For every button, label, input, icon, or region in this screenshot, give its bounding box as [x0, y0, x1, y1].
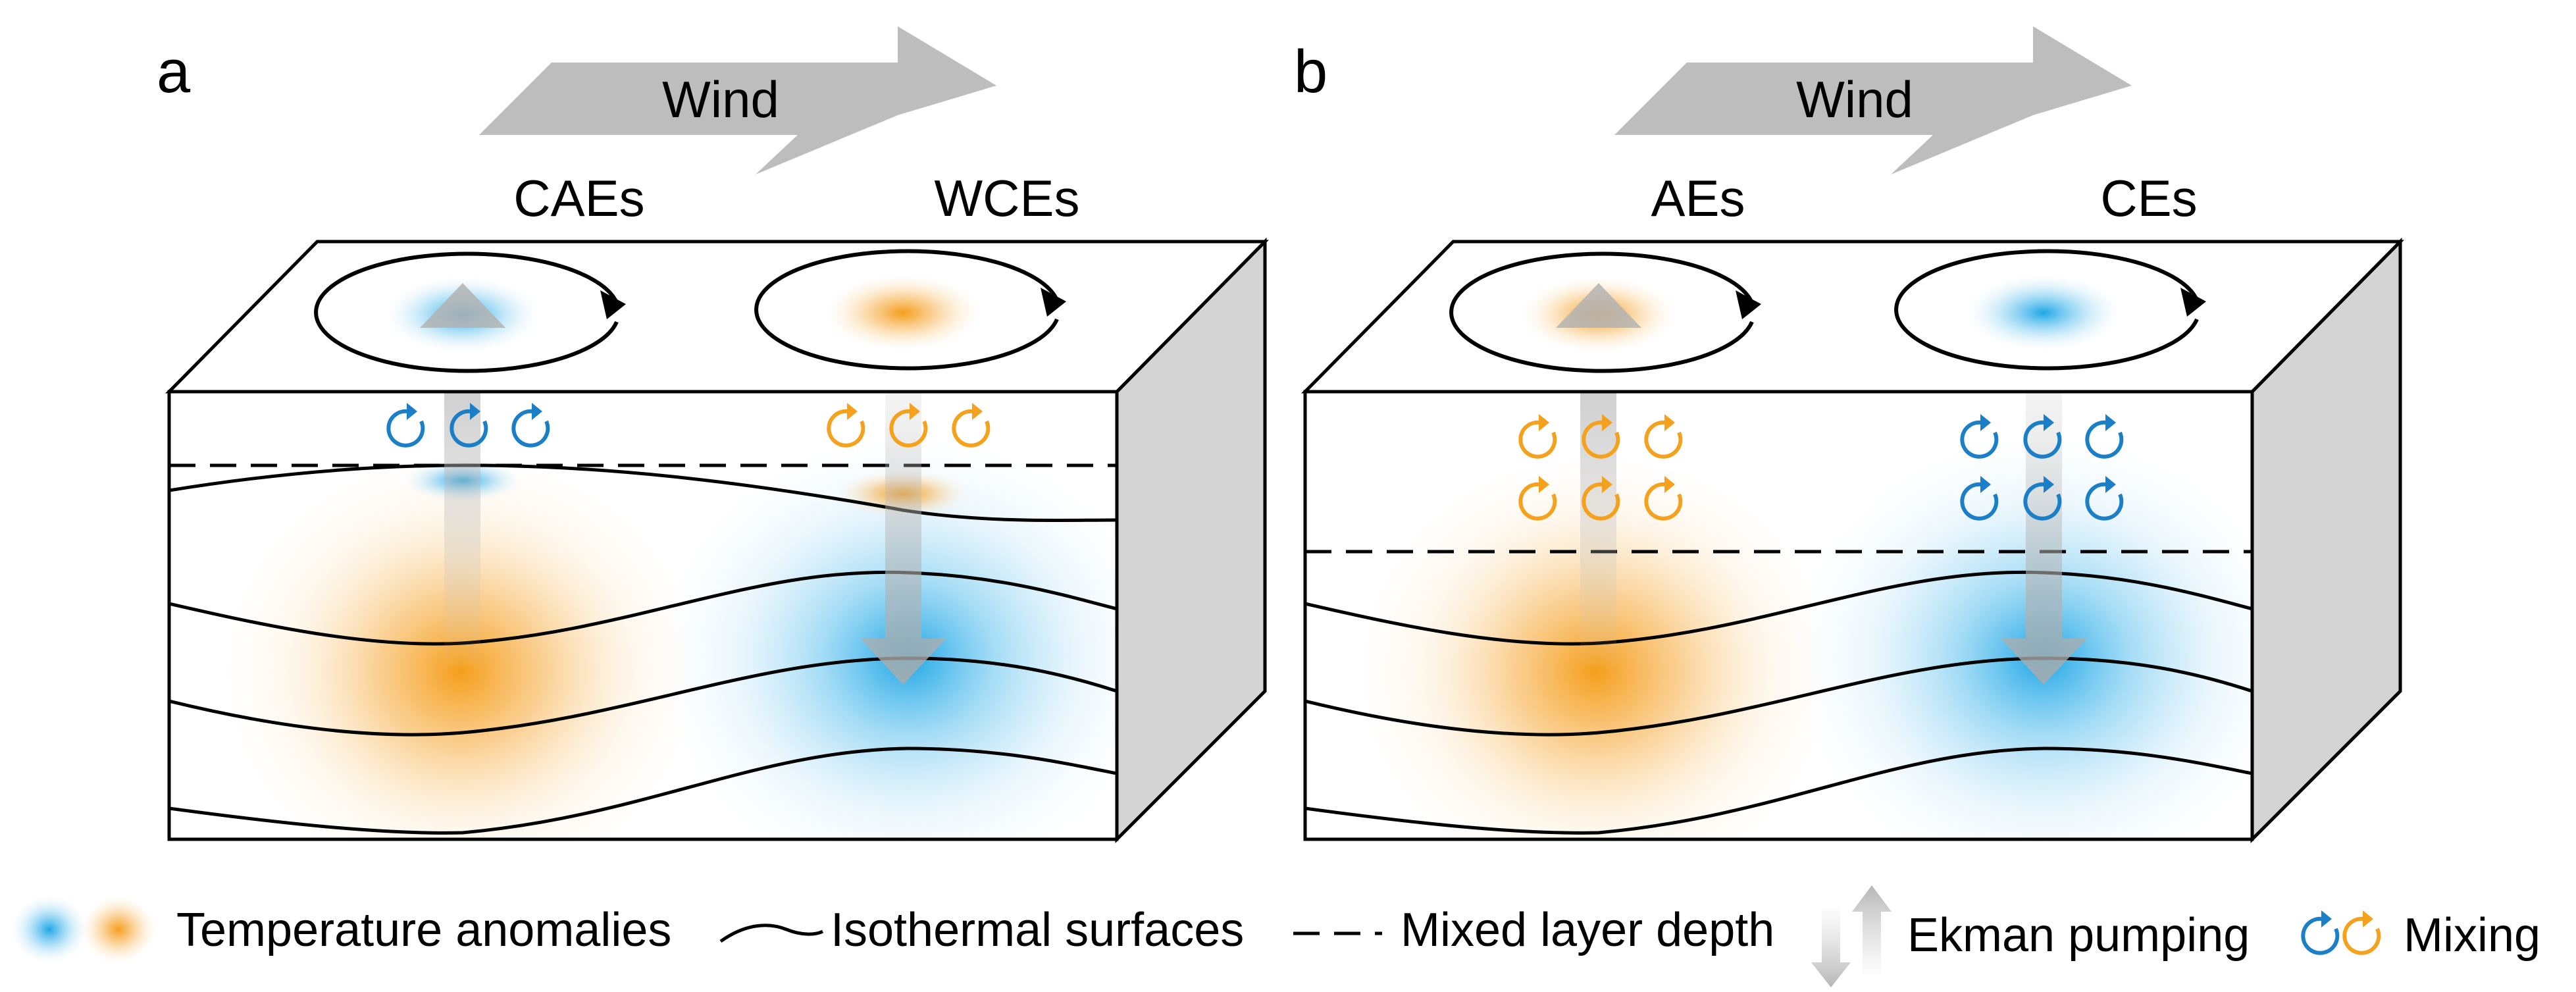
temperature-anomaly-warm [825, 274, 981, 351]
isothermal-surface [1305, 656, 2252, 737]
wind-arrow [479, 26, 996, 174]
eddy-circulation-arrow [754, 249, 1059, 371]
ekman-pumping-up-arrowhead [1556, 283, 1641, 328]
eddy-label-left: AEs [1651, 169, 1745, 227]
mixing-icons-right [1960, 414, 2124, 521]
eddy-circulation-arrowhead [2180, 288, 2206, 317]
ekman-pumping-up-arrow [1580, 392, 1616, 665]
panel-a: a Wind CAEs WCEs [157, 26, 1269, 844]
temperature-anomaly-cold [1966, 274, 2121, 351]
isothermal-surface [169, 570, 1117, 646]
legend-isotherm-swatch [719, 924, 824, 943]
panel-a-letter: a [157, 38, 191, 105]
top-face [165, 240, 1269, 394]
eddy-circulation-arrow [1449, 251, 1754, 373]
ekman-pumping-down-arrow [2001, 392, 2087, 685]
eddy-circulation-arrowhead [1736, 290, 1761, 319]
legend-cold-swatch [11, 895, 88, 964]
mixing-icons-left [1518, 414, 1683, 521]
legend-mixed-layer-depth: Mixed layer depth [1401, 904, 1774, 956]
legend-isothermal-surfaces: Isothermal surfaces [831, 904, 1244, 956]
legend-ekman-down-arrow [1811, 908, 1851, 987]
legend-mixing: Mixing [2404, 909, 2540, 962]
legend-mixing-blue-icon [2301, 910, 2340, 955]
legend-warm-swatch [80, 895, 157, 964]
top-face [1301, 240, 2404, 394]
ekman-pumping-down-arrow [860, 392, 946, 685]
eddy-circulation-arrow [1894, 249, 2199, 371]
front-face [1303, 390, 2254, 841]
panel-b-letter: b [1294, 38, 1327, 105]
wind-label: Wind [662, 70, 779, 128]
legend-ekman-pumping: Ekman pumping [1907, 909, 2250, 962]
temperature-anomaly-cold [1793, 434, 2252, 839]
eddy-circulation-arrow [314, 251, 619, 373]
legend: Temperature anomalies Isothermal surface… [11, 885, 2540, 987]
wind-arrow [1614, 26, 2132, 174]
ekman-pumping-up-arrow [444, 392, 480, 665]
isothermal-surface [169, 463, 1117, 523]
isothermal-surface [169, 656, 1117, 737]
eddy-label-right: CEs [2100, 169, 2197, 227]
legend-ekman-up-arrow [1852, 885, 1892, 974]
front-face [167, 390, 1119, 841]
wind-label: Wind [1796, 70, 1913, 128]
mixing-icons-left [386, 403, 550, 448]
eddy-circulation-arrowhead [600, 290, 626, 319]
mixing-icons-right [827, 403, 991, 448]
ekman-pumping-up-arrowhead [420, 283, 505, 328]
legend-temperature-anomalies: Temperature anomalies [176, 904, 671, 956]
eddy-label-right: WCEs [935, 169, 1080, 227]
legend-mixing-orange-icon [2342, 910, 2381, 955]
eddy-label-left: CAEs [513, 169, 644, 227]
eddy-circulation-arrowhead [1041, 288, 1066, 317]
isothermal-surface [1305, 570, 2252, 646]
isothermal-surface [1305, 746, 2252, 835]
isothermal-surface [169, 746, 1117, 835]
panel-b: b Wind AEs CEs [1294, 26, 2404, 844]
